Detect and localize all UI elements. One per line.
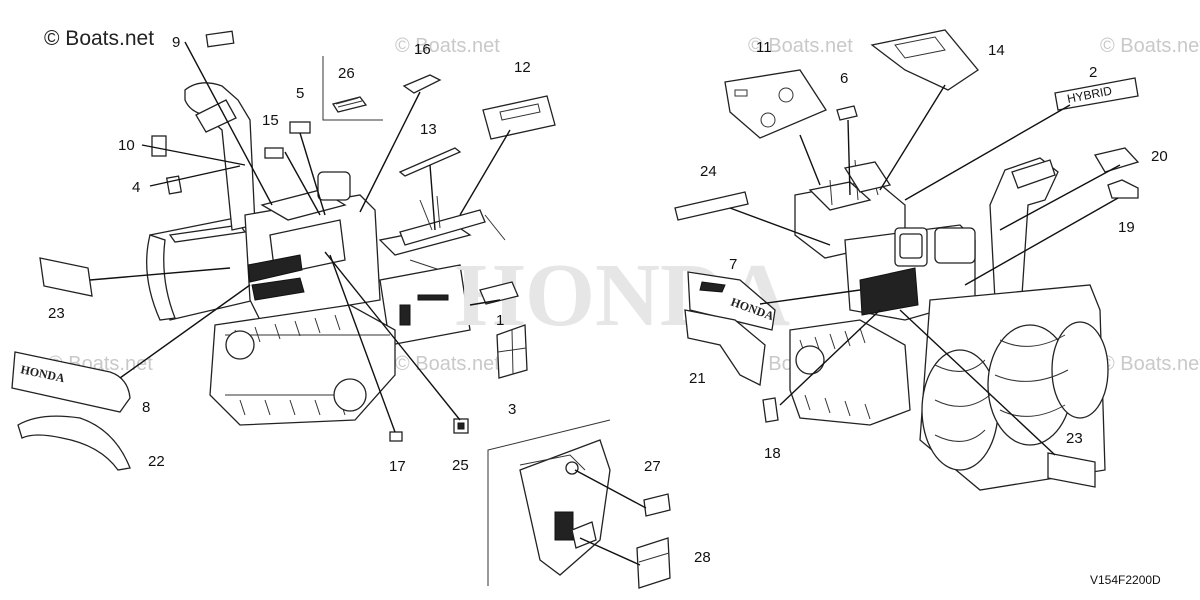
callout-27: 27 bbox=[644, 458, 661, 475]
decal-5 bbox=[289, 121, 311, 134]
left-leader-lines bbox=[89, 41, 511, 433]
callout-24: 24 bbox=[700, 163, 717, 180]
callout-16: 16 bbox=[414, 41, 431, 58]
watermark-faint: © Boats.net bbox=[1100, 353, 1200, 375]
decal-24 bbox=[674, 191, 749, 221]
decal-14 bbox=[870, 29, 979, 91]
diagram-code: V154F2200D bbox=[1090, 573, 1161, 587]
callout-1: 1 bbox=[496, 312, 504, 329]
inset-detail bbox=[487, 419, 671, 589]
decal-13 bbox=[398, 147, 462, 177]
decal-26-box bbox=[322, 56, 383, 121]
watermark-main: © Boats.net bbox=[44, 27, 154, 50]
decal-8 bbox=[11, 351, 131, 413]
callout-3: 3 bbox=[508, 401, 516, 418]
callout-7: 7 bbox=[729, 256, 737, 273]
left-snowblower-illustration bbox=[146, 82, 506, 426]
decal-15 bbox=[264, 147, 284, 159]
callout-2: 2 bbox=[1089, 64, 1097, 81]
callout-28: 28 bbox=[694, 549, 711, 566]
left-decals: HONDA bbox=[11, 30, 556, 471]
decal-23-right bbox=[1047, 452, 1096, 488]
decal-16 bbox=[402, 74, 442, 94]
right-leader-lines bbox=[729, 84, 1121, 456]
callout-8: 8 bbox=[142, 399, 150, 416]
callout-17: 17 bbox=[389, 458, 406, 475]
decal-23-left bbox=[39, 257, 93, 297]
decal-4 bbox=[165, 175, 183, 195]
decal-20 bbox=[1093, 147, 1140, 173]
callout-5: 5 bbox=[296, 85, 304, 102]
decal-1 bbox=[479, 281, 519, 305]
decal-17 bbox=[389, 431, 403, 442]
decal-6 bbox=[836, 105, 858, 121]
decal-19 bbox=[1107, 179, 1139, 199]
decal-9 bbox=[205, 30, 235, 48]
inset-border bbox=[487, 419, 611, 586]
callout-25: 25 bbox=[452, 457, 469, 474]
callout-13: 13 bbox=[420, 121, 437, 138]
callout-12: 12 bbox=[514, 59, 531, 76]
callout-23-left: 23 bbox=[48, 305, 65, 322]
decal-2 bbox=[1054, 77, 1139, 111]
callout-19: 19 bbox=[1118, 219, 1135, 236]
callout-20: 20 bbox=[1151, 148, 1168, 165]
callout-11: 11 bbox=[756, 39, 772, 56]
callout-22: 22 bbox=[148, 453, 165, 470]
callout-21: 21 bbox=[689, 370, 706, 387]
decal-22 bbox=[17, 415, 131, 471]
watermark-faint: © Boats.net bbox=[395, 353, 500, 375]
callout-4: 4 bbox=[132, 179, 140, 196]
callout-14: 14 bbox=[988, 42, 1005, 59]
decal-18 bbox=[762, 397, 779, 423]
callout-10: 10 bbox=[118, 137, 135, 154]
decal-27 bbox=[643, 493, 671, 517]
decal-28 bbox=[636, 537, 671, 589]
watermark-faint: © Boats.net bbox=[395, 35, 500, 57]
callout-6: 6 bbox=[840, 70, 848, 87]
decal-21 bbox=[684, 309, 766, 386]
decal-11 bbox=[724, 69, 827, 139]
right-snowblower-illustration bbox=[789, 157, 1109, 491]
decal-12 bbox=[482, 95, 556, 140]
callout-15: 15 bbox=[262, 112, 279, 129]
callout-26: 26 bbox=[338, 65, 355, 82]
watermark-faint: © Boats.net bbox=[1100, 35, 1200, 57]
callout-9: 9 bbox=[172, 34, 180, 51]
callout-labels: 9 10 4 23 8 22 15 5 26 16 12 13 1 3 17 2… bbox=[48, 34, 1168, 566]
inset-leader-lines bbox=[574, 469, 647, 566]
callout-18: 18 bbox=[764, 445, 781, 462]
watermark-faint: © Boats.net bbox=[748, 35, 853, 57]
callout-23-right: 23 bbox=[1066, 430, 1083, 447]
decal-10 bbox=[151, 135, 167, 157]
